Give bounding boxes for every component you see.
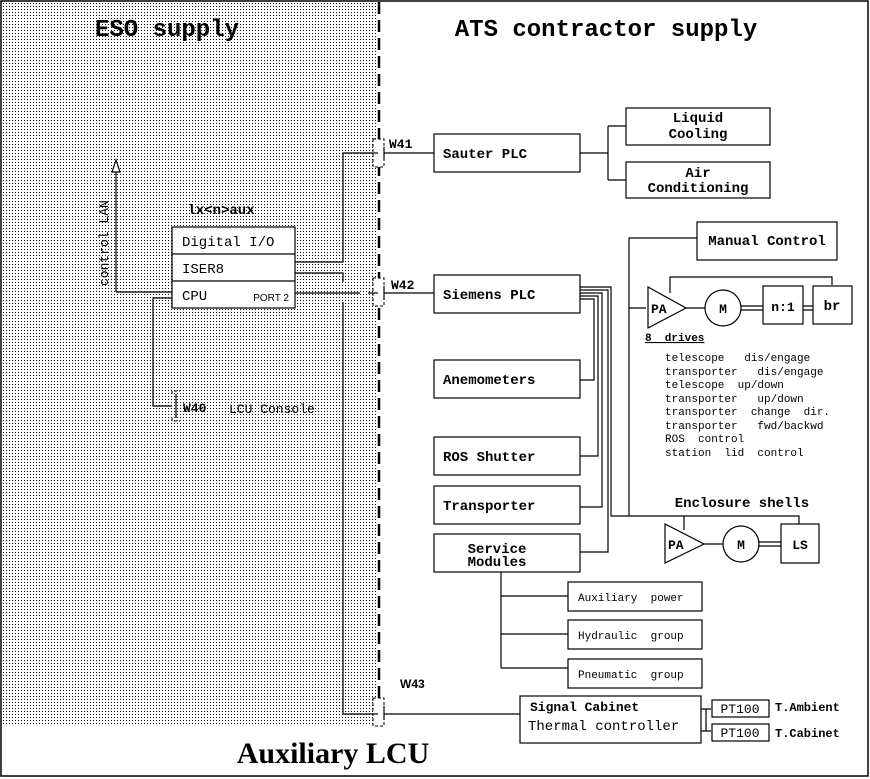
w43-label: W43 xyxy=(400,677,425,691)
service-modules-line2: Modules xyxy=(468,555,527,571)
auxiliary-power-label: Auxiliary power xyxy=(578,593,684,605)
control-lan-link xyxy=(111,158,172,293)
drives-heading: 8 drives xyxy=(645,333,704,345)
ros-shutter-box xyxy=(433,436,581,476)
eso-supply-region xyxy=(2,2,378,726)
enclosure-motor-icon xyxy=(722,525,760,563)
pt100-cabinet-box xyxy=(711,723,770,742)
w42-label: W42 xyxy=(391,278,415,293)
enclosure-shells-heading: Enclosure shells xyxy=(675,496,809,512)
siemens-bus-lines xyxy=(580,237,697,553)
hydraulic-group-label: Hydraulic group xyxy=(578,631,684,643)
ats-supply-heading: ATS contractor supply xyxy=(455,17,757,44)
service-modules-box xyxy=(433,533,581,573)
siemens-plc-box xyxy=(433,274,581,314)
wire-cpu-w40 xyxy=(152,297,172,407)
wire-service-items xyxy=(500,572,568,669)
pneumatic-group-label: Pneumatic group xyxy=(578,670,684,682)
drive-item: transporter change dir. xyxy=(665,407,830,419)
ros-shutter-label: ROS Shutter xyxy=(443,450,535,466)
brake-box xyxy=(812,285,853,325)
anemometers-label: Anemometers xyxy=(443,373,535,389)
power-amplifier-icon xyxy=(647,285,688,329)
connector-w42 xyxy=(372,277,385,307)
limit-switch-box xyxy=(780,523,820,564)
arrow-up-icon xyxy=(111,158,121,173)
pneumatic-group-box xyxy=(567,658,703,689)
connector-w43 xyxy=(372,697,385,727)
gearbox-box xyxy=(762,285,804,325)
manual-control-box xyxy=(696,221,838,261)
transporter-box xyxy=(433,485,581,525)
anemometers-box xyxy=(433,359,581,399)
shaft-gear-brake xyxy=(803,305,813,311)
gearbox-label: n:1 xyxy=(771,300,795,315)
w41-label: W41 xyxy=(389,137,413,152)
enclosure-amplifier-icon xyxy=(664,523,706,564)
w40-label: W40 xyxy=(183,401,207,416)
liquid-cooling-line2: Cooling xyxy=(669,127,728,143)
lcu-cpu: CPU xyxy=(182,289,207,305)
lcu-box xyxy=(171,226,296,309)
brake-label: br xyxy=(824,299,841,315)
drive-item: telescope up/down xyxy=(665,380,784,392)
signal-cabinet-title: Signal Cabinet xyxy=(530,700,639,715)
shaft-motor-gear xyxy=(741,305,763,311)
wire-iser8-w43 xyxy=(342,302,372,715)
drive-item: telescope dis/engage xyxy=(665,353,810,365)
drive-item: ROS control xyxy=(665,434,744,446)
drives-list: telescope dis/engage transporter dis/eng… xyxy=(665,353,830,460)
t-ambient-label: T.Ambient xyxy=(775,701,840,715)
drive-motor-label: M xyxy=(719,302,727,317)
air-conditioning-line1: Air xyxy=(685,166,710,182)
enclosure-pa-label: PA xyxy=(668,538,684,553)
diagram-title: Auxiliary LCU xyxy=(237,737,430,770)
sauter-plc-label: Sauter PLC xyxy=(443,147,528,163)
control-lan-label: control LAN xyxy=(97,200,112,286)
connector-w40 xyxy=(171,390,180,422)
eso-supply-heading: ESO supply xyxy=(95,17,239,44)
t-cabinet-label: T.Cabinet xyxy=(775,727,840,741)
drive-item: station lid control xyxy=(665,448,804,460)
lcu-port2: PORT 2 xyxy=(253,293,289,304)
wire-sauter-outputs xyxy=(580,125,626,181)
signal-cabinet-box xyxy=(519,695,702,744)
transporter-label: Transporter xyxy=(443,499,535,515)
lcu-iser8: ISER8 xyxy=(182,262,224,278)
auxiliary-power-box xyxy=(567,581,703,612)
wire-cabinet-sensors xyxy=(701,708,711,732)
liquid-cooling-line1: Liquid xyxy=(673,111,723,127)
enclosure-motor-label: M xyxy=(737,538,745,553)
siemens-plc-label: Siemens PLC xyxy=(443,288,536,304)
hydraulic-group-box xyxy=(567,619,703,650)
air-conditioning-box xyxy=(625,161,771,199)
liquid-cooling-box xyxy=(625,107,771,146)
drive-item: transporter up/down xyxy=(665,394,804,406)
connector-w41 xyxy=(372,138,385,168)
lcu-console-label: LCU Console xyxy=(229,402,315,417)
drive-pa-label: PA xyxy=(651,302,667,317)
thermal-controller-label: Thermal controller xyxy=(528,719,679,735)
pt100-ambient-label: PT100 xyxy=(720,702,759,717)
wire-dio-w41 xyxy=(295,152,372,263)
limit-switch-label: LS xyxy=(792,538,808,553)
wire-iser8-stub xyxy=(295,272,344,282)
lcu-digital-io: Digital I/O xyxy=(182,235,274,251)
drive-item: transporter fwd/backwd xyxy=(665,421,823,433)
service-modules-line1: Service xyxy=(468,542,527,558)
sauter-plc-box xyxy=(433,133,581,173)
lcu-host-label: lx<n>aux xyxy=(187,203,255,219)
pt100-cabinet-label: PT100 xyxy=(720,726,759,741)
pt100-ambient-box xyxy=(711,699,770,718)
manual-control-label: Manual Control xyxy=(708,234,826,250)
wire-enclosure xyxy=(683,515,800,530)
motor-icon xyxy=(704,289,742,327)
air-conditioning-line2: Conditioning xyxy=(648,181,749,197)
shaft-enclosure xyxy=(759,541,781,547)
wire-drive-feedback xyxy=(669,276,833,293)
drive-item: transporter dis/engage xyxy=(665,367,823,379)
